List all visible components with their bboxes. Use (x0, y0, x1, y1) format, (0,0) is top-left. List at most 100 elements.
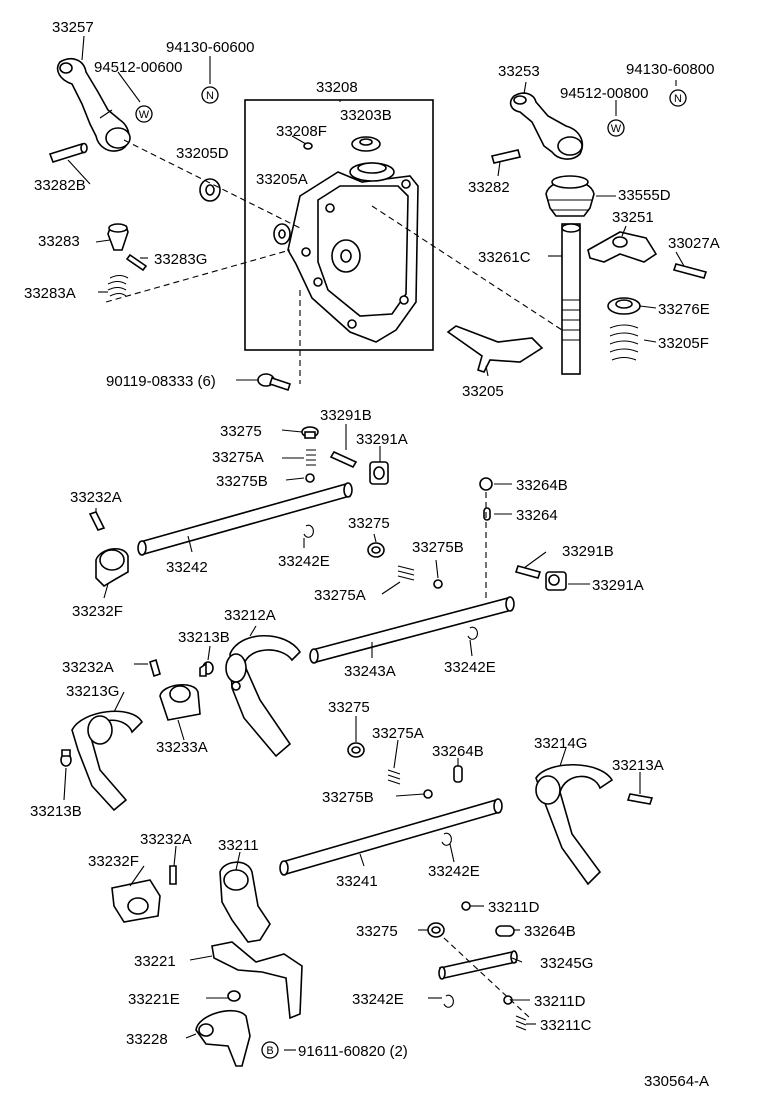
diagram-id: 330564-A (644, 1073, 709, 1090)
part-labels: 33257 94130-60600 94512-00600 33208 3320… (24, 19, 720, 1090)
label-33264B-c: 33264B (524, 923, 576, 940)
pin-33291B-a (329, 450, 358, 469)
case-assembly-box (244, 99, 434, 351)
snap-ring-33242E-b (467, 626, 478, 640)
pin-33291B-b (514, 565, 542, 579)
plug-33264 (483, 507, 491, 521)
label-33242E-a: 33242E (278, 553, 330, 570)
spring-33275A-c (387, 769, 401, 785)
plug-33275-b (367, 542, 385, 558)
lever-33251 (587, 231, 658, 263)
label-91611-60820: 91611-60820 (2) (298, 1043, 408, 1060)
label-33276E: 33276E (658, 301, 710, 318)
plug-33275-d (427, 922, 445, 938)
label-33275B-b: 33275B (412, 539, 464, 556)
plug-33275-c (347, 742, 365, 758)
label-33213A: 33213A (612, 757, 664, 774)
svg-text:B: B (266, 1045, 273, 1057)
pin-33027A (672, 263, 708, 279)
label-94512-00600: 94512-00600 (94, 59, 182, 76)
shaft-33242 (137, 482, 353, 556)
label-33228: 33228 (126, 1031, 168, 1048)
washer-symbol-w-b: W (607, 119, 625, 137)
lever-33228 (195, 1009, 251, 1067)
plug-33264B-c (495, 925, 515, 937)
nut-symbol-n-b: N (669, 89, 687, 107)
shift-lever-33257 (56, 58, 131, 152)
label-33275A-a: 33275A (212, 449, 264, 466)
label-33275-a: 33275 (220, 423, 262, 440)
label-33211C: 33211C (540, 1017, 592, 1034)
shaft-33243A (309, 596, 515, 664)
washer-33205D (199, 178, 221, 202)
pin-33282 (490, 149, 522, 164)
nut-symbol-n-a: N (201, 86, 219, 104)
head-33232F-b (111, 879, 161, 923)
label-33245G: 33245G (540, 955, 593, 972)
label-33208F: 33208F (276, 123, 327, 140)
label-33213G: 33213G (66, 683, 119, 700)
svg-text:W: W (139, 109, 150, 121)
plug-33275-a (301, 426, 319, 439)
head-33233A (159, 684, 201, 721)
label-33205D: 33205D (176, 145, 229, 162)
label-33232F-a: 33232F (72, 603, 123, 620)
label-33232A-c: 33232A (140, 831, 192, 848)
label-33283: 33283 (38, 233, 80, 250)
label-33233A: 33233A (156, 739, 208, 756)
label-33291A-a: 33291A (356, 431, 408, 448)
pin-33221E (227, 990, 241, 1002)
lever-33205 (446, 325, 544, 373)
label-33232A-b: 33232A (62, 659, 114, 676)
label-33211: 33211 (218, 837, 259, 854)
label-33275A-b: 33275A (314, 587, 366, 604)
label-33282: 33282 (468, 179, 510, 196)
shaft-33241 (279, 798, 503, 876)
lever-33253 (509, 92, 584, 160)
head-33211 (219, 861, 271, 943)
label-33205A: 33205A (256, 171, 308, 188)
label-33221E: 33221E (128, 991, 180, 1008)
shaft-33245G (438, 950, 518, 980)
leader-lines (63, 35, 685, 1051)
label-33291A-b: 33291A (592, 577, 644, 594)
spring-33275A-b (397, 565, 415, 581)
svg-text:W: W (611, 123, 622, 135)
label-33264B-b: 33264B (432, 743, 484, 760)
label-33208: 33208 (316, 79, 358, 96)
ball-33275B-c (423, 789, 433, 799)
label-33283G: 33283G (154, 251, 207, 268)
label-33211D-b: 33211D (534, 993, 586, 1010)
label-33275-d: 33275 (356, 923, 398, 940)
seat-33276E (607, 297, 641, 315)
label-33212A: 33212A (224, 607, 276, 624)
label-33221: 33221 (134, 953, 176, 970)
pin-33282B (48, 142, 88, 163)
head-33232F-a (95, 548, 129, 588)
label-33232A-a: 33232A (70, 489, 122, 506)
label-33027A: 33027A (668, 235, 720, 252)
label-33242: 33242 (166, 559, 208, 576)
snap-ring-33242E-a (303, 524, 314, 538)
label-33261C: 33261C (478, 249, 531, 266)
seal-33205A (273, 223, 291, 245)
label-33291B-b: 33291B (562, 543, 614, 560)
pin-33213A (626, 793, 654, 805)
label-94512-00800: 94512-00800 (560, 85, 648, 102)
label-33214G: 33214G (534, 735, 587, 752)
bushing-33203B (351, 136, 381, 152)
spring-33283A (107, 274, 129, 297)
bolt-symbol-b: B (261, 1041, 279, 1059)
shift-case-33208 (287, 162, 419, 343)
label-33205F: 33205F (658, 335, 709, 352)
label-33275A-c: 33275A (372, 725, 424, 742)
label-33253: 33253 (498, 63, 540, 80)
label-33232F-b: 33232F (88, 853, 139, 870)
fork-33214G (535, 763, 614, 886)
label-33555D: 33555D (618, 187, 671, 204)
label-33264B-a: 33264B (516, 477, 568, 494)
bolt-90119 (257, 373, 292, 392)
fork-33212A (225, 634, 302, 758)
label-94130-60800: 94130-60800 (626, 61, 714, 78)
